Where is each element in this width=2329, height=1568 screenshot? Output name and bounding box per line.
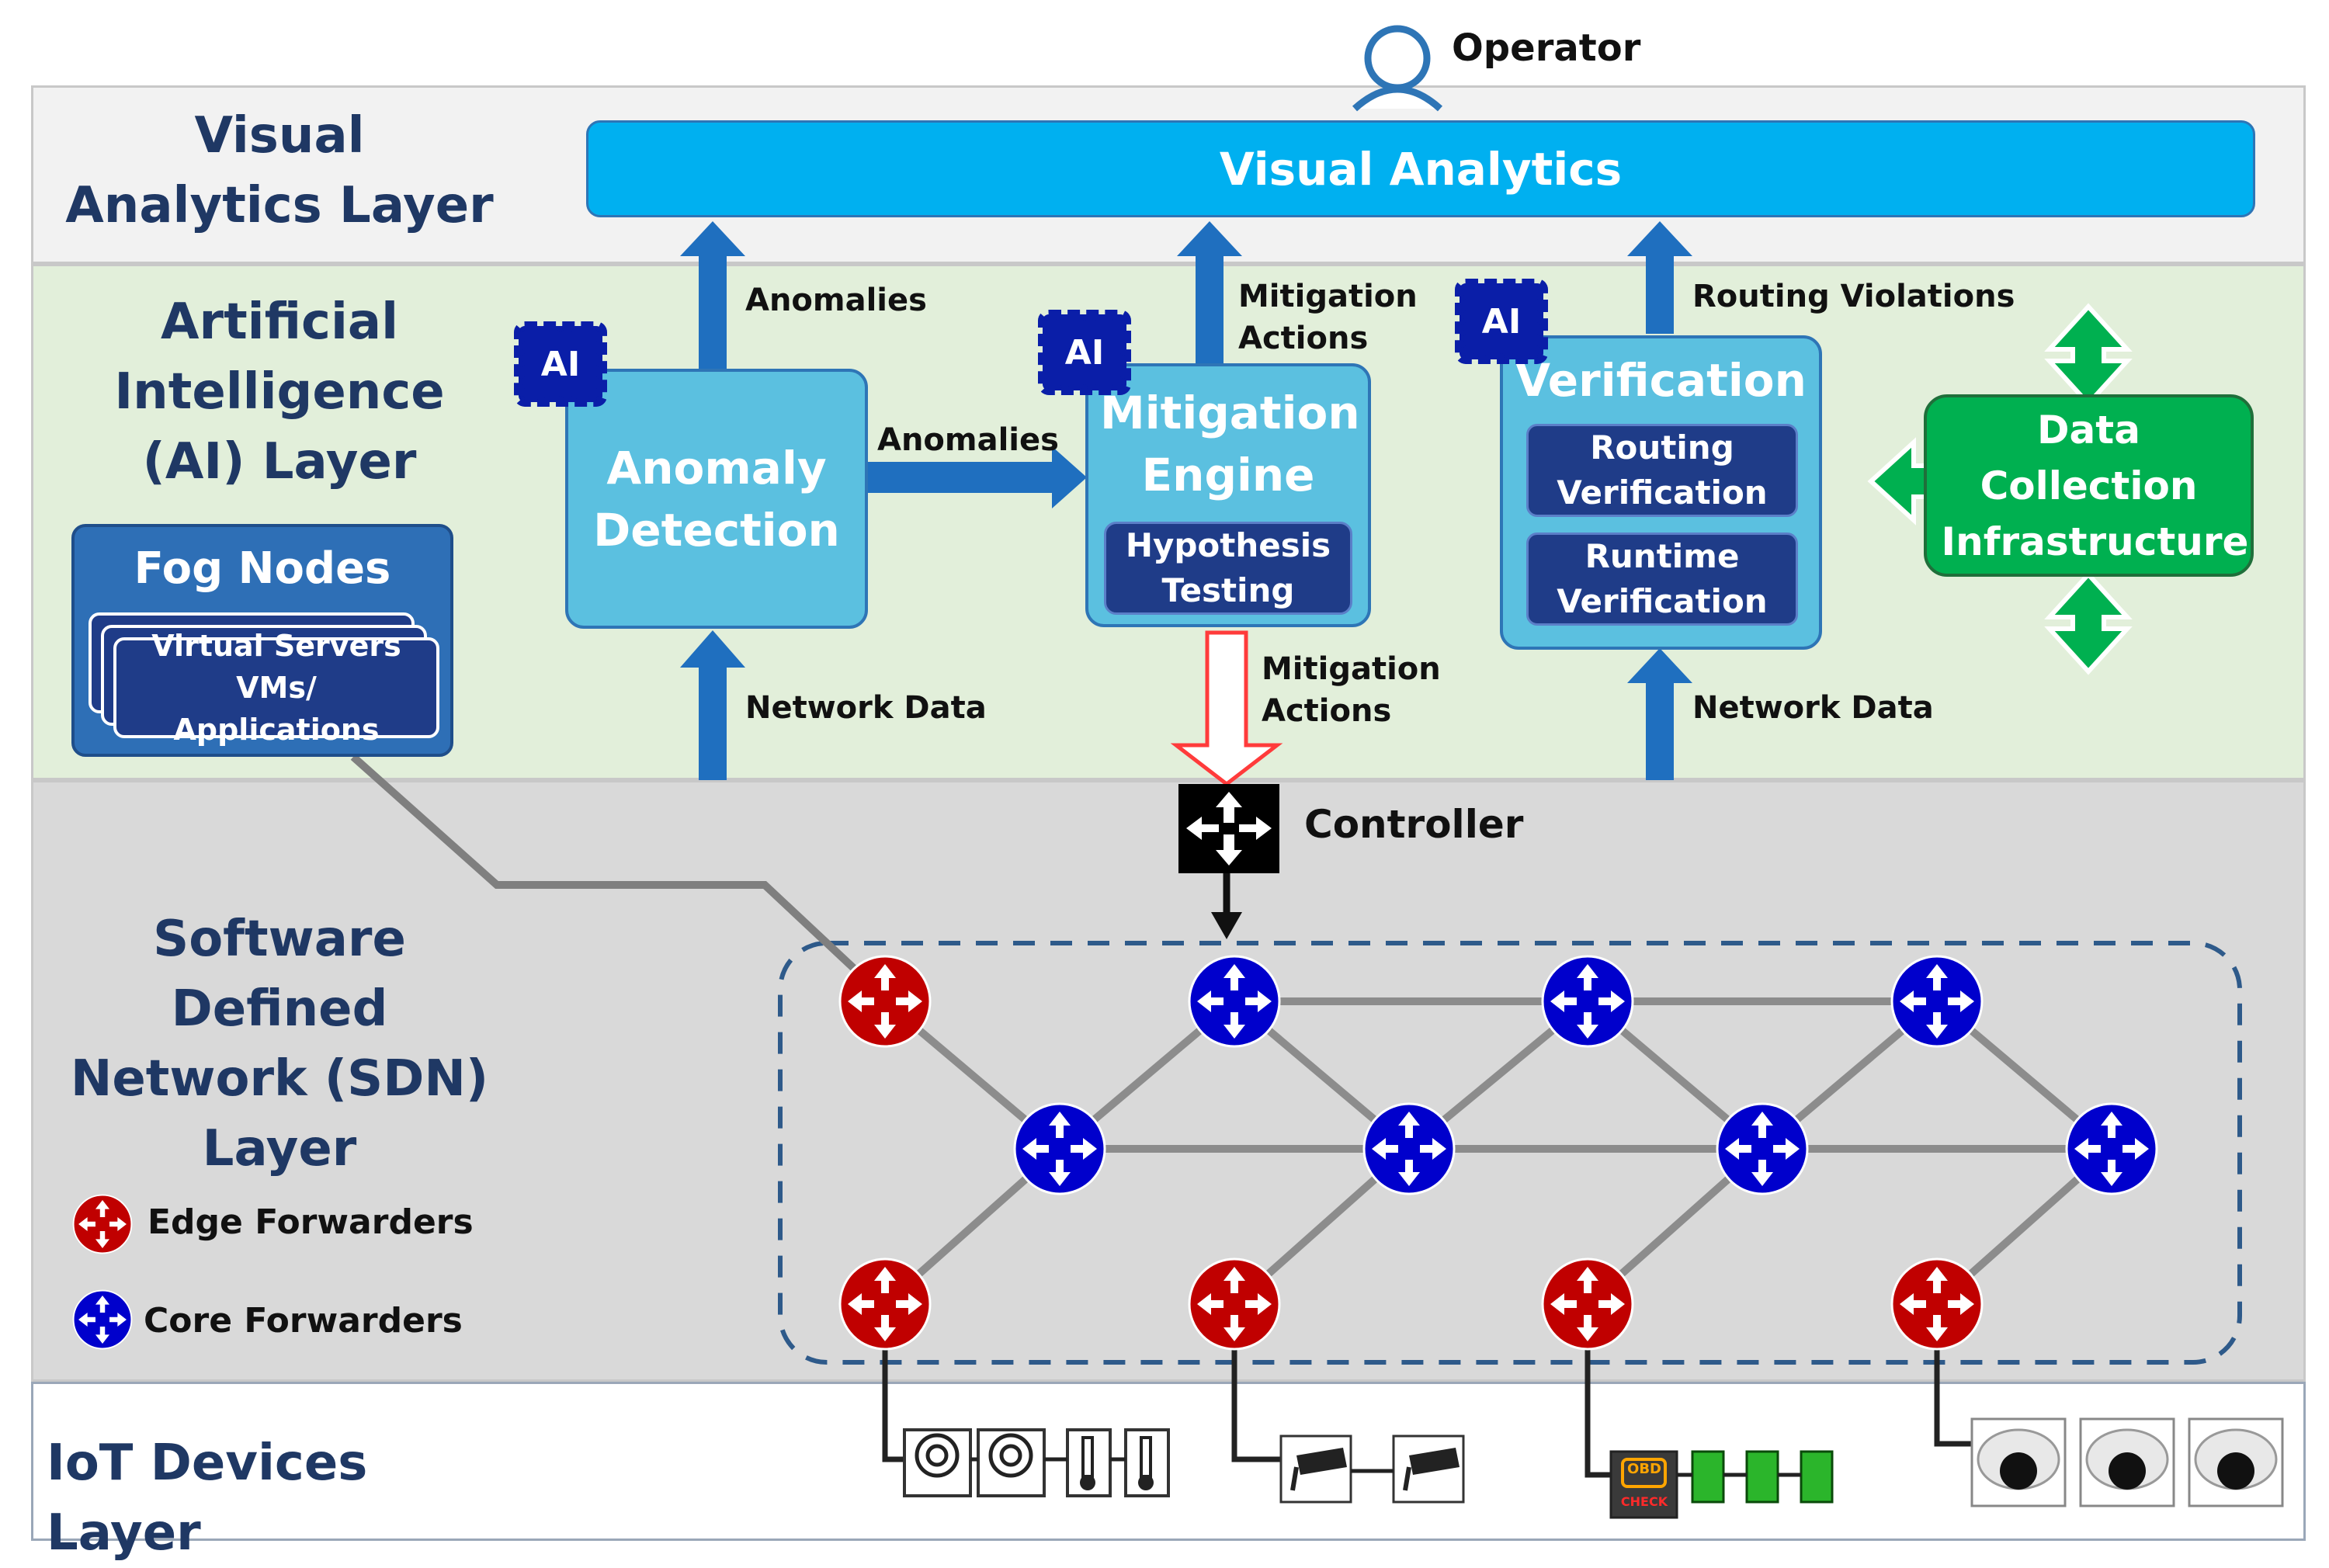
network-data-right-label: Network Data xyxy=(1692,690,1934,726)
edge-forwarder-node[interactable] xyxy=(837,1256,933,1352)
mitigation-engine-label: Mitigation Engine xyxy=(1100,387,1360,501)
ai-chip-label: AI xyxy=(540,344,581,384)
controller-switch-icon[interactable] xyxy=(1178,784,1279,873)
visual-analytics-bar[interactable]: Visual Analytics xyxy=(586,120,2255,217)
legend-core-forwarders-label: Core Forwarders xyxy=(144,1301,463,1341)
ai-chip-icon: AI xyxy=(1038,310,1131,395)
ai-chip-label: AI xyxy=(1064,332,1105,373)
anomalies-up-label: Anomalies xyxy=(745,283,927,318)
hypothesis-testing-label: Hypothesis Testing xyxy=(1125,526,1331,609)
hypothesis-testing-box[interactable]: Hypothesis Testing xyxy=(1104,522,1352,615)
controller-label: Controller xyxy=(1304,802,1524,847)
mitigation-actions-up-label: Mitigation Actions xyxy=(1238,279,1418,356)
mitigation-actions-down-label: Mitigation Actions xyxy=(1262,651,1441,729)
ai-chip-icon: AI xyxy=(1455,279,1548,364)
runtime-verification-box[interactable]: Runtime Verification xyxy=(1526,532,1798,626)
obd-label: OBD xyxy=(1627,1461,1661,1477)
fog-nodes-label: Fog Nodes xyxy=(134,543,391,594)
routing-verification-label: Routing Verification xyxy=(1557,428,1768,512)
core-forwarder-node[interactable] xyxy=(1186,953,1283,1049)
edge-forwarder-node[interactable] xyxy=(837,953,933,1049)
runtime-verification-label: Runtime Verification xyxy=(1557,537,1768,620)
legend-edge-forwarder-icon xyxy=(71,1193,134,1255)
core-forwarder-node[interactable] xyxy=(2063,1101,2160,1197)
edge-forwarder-node[interactable] xyxy=(1186,1256,1283,1352)
fog-nodes-box[interactable]: Fog Nodes Virtual Servers VMs/ Applicati… xyxy=(71,524,453,757)
ai-layer-title: Artificial Intelligence (AI) Layer xyxy=(114,293,445,491)
routing-verification-box[interactable]: Routing Verification xyxy=(1526,424,1798,517)
visual-analytics-label: Visual Analytics xyxy=(1219,142,1623,196)
operator-label: Operator xyxy=(1452,26,1641,70)
anomaly-detection-label: Anomaly Detection xyxy=(593,441,840,557)
ai-chip-label: AI xyxy=(1481,301,1522,342)
virtual-servers-box[interactable]: Virtual Servers VMs/ Applications xyxy=(113,629,439,747)
anomaly-detection-module[interactable]: Anomaly Detection xyxy=(565,369,868,629)
core-forwarder-node[interactable] xyxy=(1012,1101,1108,1197)
anomalies-right-label: Anomalies xyxy=(877,422,1059,458)
virtual-servers-label: Virtual Servers VMs/ Applications xyxy=(151,629,401,747)
sdn-layer-title: Software Defined Network (SDN) Layer xyxy=(70,911,489,1178)
edge-forwarder-node[interactable] xyxy=(1889,1256,1985,1352)
mitigation-engine-module[interactable]: Mitigation Engine Hypothesis Testing xyxy=(1085,363,1371,627)
visual-analytics-layer-title: Visual Analytics Layer xyxy=(65,107,494,234)
core-forwarder-node[interactable] xyxy=(1361,1101,1457,1197)
core-forwarder-node[interactable] xyxy=(1539,953,1636,1049)
core-forwarder-node[interactable] xyxy=(1889,953,1985,1049)
iot-layer-title: IoT Devices Layer xyxy=(47,1434,368,1562)
ai-chip-icon: AI xyxy=(514,321,607,407)
core-forwarder-node[interactable] xyxy=(1714,1101,1810,1197)
legend-edge-forwarders-label: Edge Forwarders xyxy=(148,1202,474,1242)
check-label: CHECK xyxy=(1620,1494,1668,1509)
verification-label: Verification xyxy=(1515,354,1807,407)
data-collection-infrastructure-label: Data Collection Infrastructure xyxy=(1941,407,2249,564)
data-collection-infrastructure-box[interactable]: Data Collection Infrastructure xyxy=(1924,394,2254,577)
routing-violations-label: Routing Violations xyxy=(1692,279,2015,314)
legend-core-forwarder-icon xyxy=(71,1289,134,1351)
network-data-left-label: Network Data xyxy=(745,690,987,726)
verification-module[interactable]: Verification Routing Verification Runtim… xyxy=(1500,335,1822,650)
edge-forwarder-node[interactable] xyxy=(1539,1256,1636,1352)
